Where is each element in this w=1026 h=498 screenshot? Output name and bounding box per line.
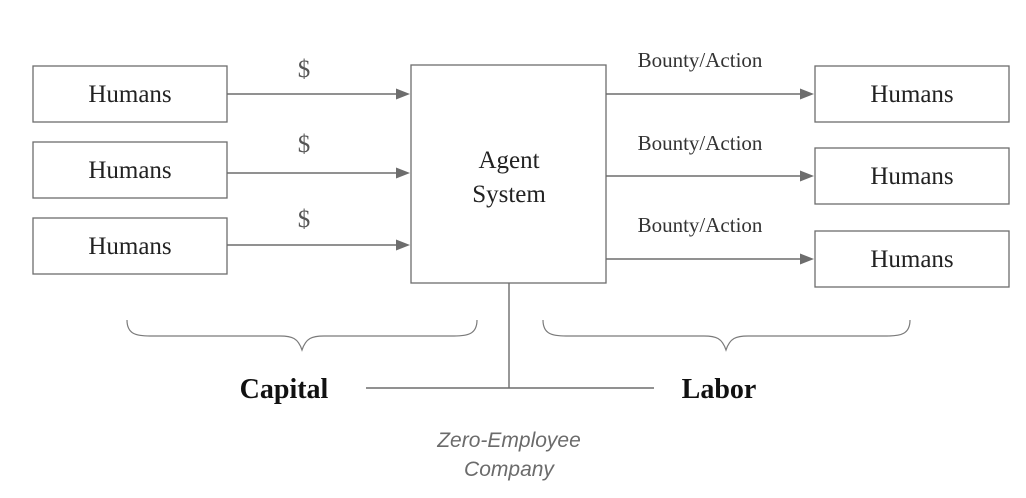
- company-caption-line1: Zero-Employee: [436, 429, 581, 452]
- capital-sources-group: Humans Humans Humans: [32, 65, 228, 275]
- capital-source-label-1: Humans: [88, 81, 171, 108]
- capital-source-label-2: Humans: [88, 157, 171, 184]
- agent-system-box: [410, 64, 607, 284]
- labor-arrowhead-3: [800, 253, 814, 265]
- capital-source-label-3: Humans: [88, 233, 171, 260]
- capital-source-box-1: [32, 65, 228, 123]
- labor-label: Labor: [682, 374, 757, 405]
- agent-system-label-line1: Agent: [478, 147, 539, 174]
- capital-flow-label-3: $: [298, 206, 311, 233]
- capital-flow-label-2: $: [298, 131, 311, 158]
- labor-target-box-2: [814, 147, 1010, 205]
- labor-flows-group: Bounty/Action Bounty/Action Bounty/Actio…: [606, 48, 814, 265]
- agent-system-group: Agent System: [410, 64, 607, 284]
- labor-target-label-2: Humans: [870, 163, 953, 190]
- capital-arrowhead-3: [396, 239, 410, 251]
- labor-target-label-3: Humans: [870, 246, 953, 273]
- agent-system-label-line2: System: [472, 181, 546, 208]
- labor-target-box-1: [814, 65, 1010, 123]
- capital-brace: [126, 319, 478, 352]
- labor-arrowhead-2: [800, 170, 814, 182]
- capital-arrowhead-1: [396, 88, 410, 100]
- labor-flow-label-1: Bounty/Action: [638, 48, 763, 72]
- capital-label: Capital: [240, 374, 329, 405]
- capital-flows-group: $ $ $: [227, 56, 410, 251]
- capital-source-box-3: [32, 217, 228, 275]
- labor-arrowhead-1: [800, 88, 814, 100]
- labor-target-box-3: [814, 230, 1010, 288]
- labor-targets-group: Humans Humans Humans: [814, 65, 1010, 288]
- labor-flow-label-3: Bounty/Action: [638, 213, 763, 237]
- capital-arrowhead-2: [396, 167, 410, 179]
- labor-target-label-1: Humans: [870, 81, 953, 108]
- capital-flow-label-1: $: [298, 56, 311, 83]
- capital-source-box-2: [32, 141, 228, 199]
- company-caption-line2: Company: [464, 458, 555, 481]
- labor-brace: [542, 319, 911, 352]
- labor-flow-label-2: Bounty/Action: [638, 131, 763, 155]
